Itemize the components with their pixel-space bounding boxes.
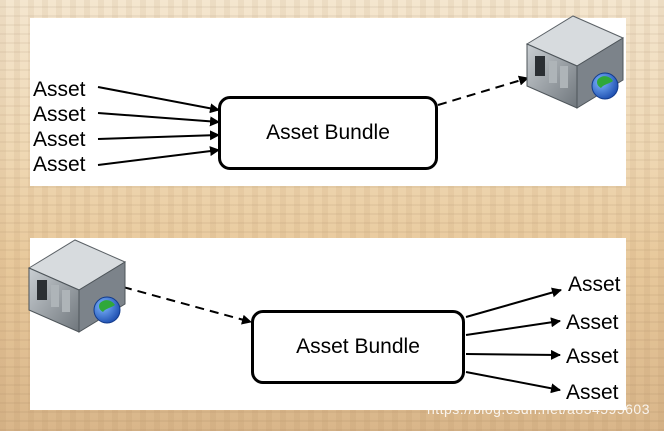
bottom-asset-label-3: Asset bbox=[566, 345, 619, 368]
watermark-text: https://blog.csdn.net/a834595603 bbox=[426, 401, 650, 417]
bottom-asset-arrow-1 bbox=[465, 287, 562, 318]
server-globe-icon bbox=[525, 15, 625, 109]
top-bundle-label: Asset Bundle bbox=[266, 121, 390, 144]
top-asset-label-1: Asset bbox=[33, 78, 86, 101]
server-globe-icon bbox=[27, 239, 127, 333]
top-upload-dashed-arrow bbox=[437, 75, 529, 106]
bottom-bundle-label: Asset Bundle bbox=[296, 335, 420, 358]
top-asset-arrow-2 bbox=[97, 112, 220, 127]
top-asset-label-3: Asset bbox=[33, 128, 86, 151]
bottom-asset-label-4: Asset bbox=[566, 381, 619, 404]
bottom-asset-arrow-3 bbox=[465, 349, 561, 360]
top-asset-arrow-4 bbox=[97, 146, 220, 166]
bottom-download-dashed-arrow bbox=[122, 286, 252, 325]
bottom-asset-bundle-box: Asset Bundle bbox=[251, 310, 465, 384]
bottom-asset-arrow-4 bbox=[465, 371, 561, 394]
bottom-asset-label-1: Asset bbox=[568, 273, 621, 296]
top-asset-label-4: Asset bbox=[33, 153, 86, 176]
top-asset-label-2: Asset bbox=[33, 103, 86, 126]
bottom-asset-label-2: Asset bbox=[566, 311, 619, 334]
top-asset-arrow-1 bbox=[97, 86, 220, 114]
top-asset-arrow-3 bbox=[97, 130, 220, 141]
bottom-asset-arrow-2 bbox=[465, 317, 561, 336]
